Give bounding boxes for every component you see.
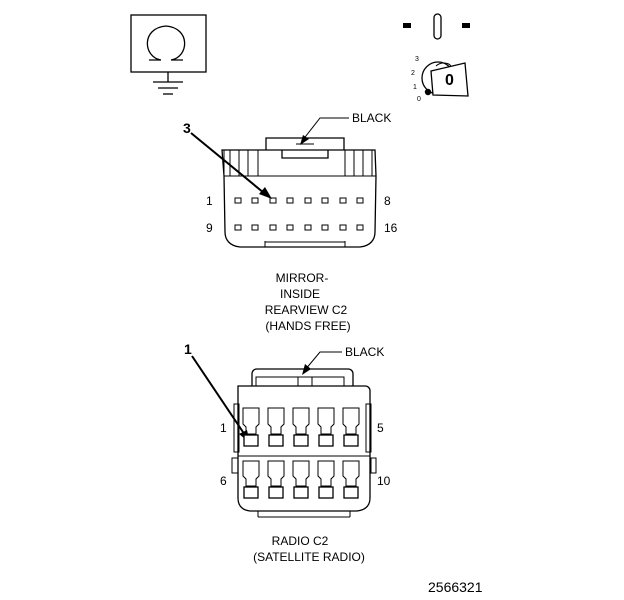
key-slot-icon	[433, 13, 442, 40]
ignition-pos-0: 0	[417, 96, 421, 103]
mirror-callout-number: 3	[183, 120, 191, 136]
radio-pin-1	[243, 434, 259, 447]
ignition-pos-2: 2	[411, 70, 415, 77]
radio-connector: BLACK 1	[184, 341, 391, 564]
mirror-pin-row-1	[234, 197, 364, 204]
ohm-symbol-icon	[130, 14, 207, 95]
radio-title-line-1: RADIO C2	[272, 534, 329, 548]
radio-title-line-2: (SATELLITE RADIO)	[253, 550, 365, 564]
mirror-pin-3	[269, 197, 277, 204]
radio-pin-row-1	[242, 407, 360, 447]
radio-pin-label-1: 1	[220, 421, 227, 435]
position-dot-icon	[403, 23, 411, 28]
ignition-pos-3: 3	[415, 56, 419, 63]
mirror-connector: BLACK 3	[183, 111, 398, 333]
ignition-pos-1: 1	[413, 84, 417, 91]
mirror-pin-row-2	[234, 224, 364, 231]
mirror-title-line-2: INSIDE	[280, 287, 320, 301]
mirror-color-label: BLACK	[352, 111, 391, 125]
mirror-title-line-3: REARVIEW C2	[265, 303, 348, 317]
mirror-pin-label-16: 16	[384, 221, 398, 235]
mirror-title-line-4: (HANDS FREE)	[265, 319, 350, 333]
key-icon	[430, 62, 469, 97]
mirror-title-line-1: MIRROR-	[276, 271, 329, 285]
mirror-pin-label-8: 8	[384, 194, 391, 208]
radio-color-label: BLACK	[345, 345, 384, 359]
radio-pin-row-2	[242, 460, 360, 499]
ignition-switch-icon: 3 2 1 0 0	[403, 13, 470, 103]
radio-pin-label-5: 5	[377, 421, 384, 435]
mirror-pin-label-1: 1	[206, 194, 213, 208]
radio-pin-label-10: 10	[377, 474, 391, 488]
radio-callout-number: 1	[184, 341, 192, 357]
ignition-key-label: 0	[445, 72, 454, 89]
position-dot-icon	[462, 23, 470, 28]
figure-number: 2566321	[428, 579, 483, 595]
radio-pin-label-6: 6	[220, 474, 227, 488]
mirror-pin-label-9: 9	[206, 221, 213, 235]
